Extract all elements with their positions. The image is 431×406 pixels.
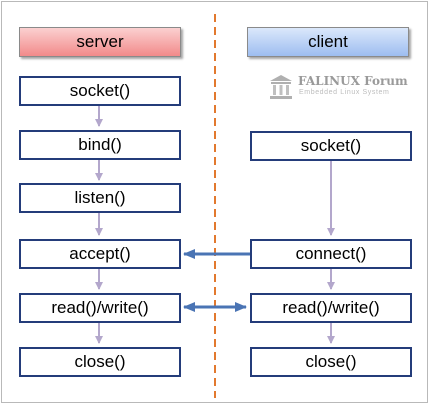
- client-close-box: close(): [250, 347, 412, 377]
- server-header: server: [19, 27, 181, 57]
- logo-title: FALINUX Forum: [298, 74, 408, 88]
- server-listen-box: listen(): [19, 183, 181, 213]
- client-header: client: [247, 27, 409, 57]
- server-close-box: close(): [19, 347, 181, 377]
- logo-subtitle: Embedded Linux System: [299, 89, 390, 96]
- client-read-write-box: read()/write(): [250, 293, 412, 323]
- client-connect-box: connect(): [250, 239, 412, 269]
- server-accept-box: accept(): [19, 239, 181, 269]
- server-read-write-box: read()/write(): [19, 293, 181, 323]
- temple-icon: [270, 75, 292, 99]
- falinux-logo: FALINUX Forum Embedded Linux System: [268, 74, 420, 102]
- client-socket-box: socket(): [250, 131, 412, 161]
- server-bind-box: bind(): [19, 130, 181, 160]
- server-socket-box: socket(): [19, 76, 181, 106]
